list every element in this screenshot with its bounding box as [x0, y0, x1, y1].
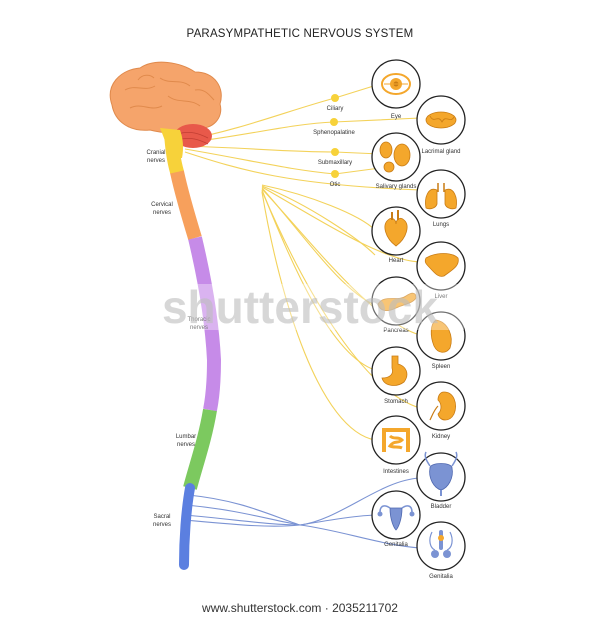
organ-stomach: Stomach: [371, 346, 421, 405]
pancreas-label: Pancreas: [383, 328, 408, 334]
lacrimal-gland-icon: [425, 111, 457, 129]
stomach-label: Stomach: [384, 399, 408, 405]
bladder-label: Bladder: [431, 504, 452, 510]
ciliary-label: Ciliary: [327, 106, 344, 112]
sphenopalatine-ganglion: [330, 118, 338, 126]
submaxillary-ganglion: [331, 148, 339, 156]
organ-heart: Heart: [371, 206, 421, 264]
organ-liver: Liver: [416, 241, 466, 300]
heart-icon: [384, 210, 408, 247]
diagram-title: PARASYMPATHETIC NERVOUS SYSTEM: [187, 28, 414, 40]
vagus-nerve-lines: [261, 184, 421, 441]
organ-pancreas: Pancreas: [371, 276, 421, 334]
lacrimal-gland-label: Lacrimal gland: [421, 149, 460, 155]
heart-label: Heart: [389, 258, 404, 264]
organ-genitalia-male: Genitalia: [416, 521, 466, 580]
brain: [109, 61, 222, 158]
genitalia-female-label: Genitalia: [384, 542, 408, 548]
otic-label: Otic: [330, 182, 341, 188]
cerebellum: [174, 124, 212, 148]
watermark-text: shutterstock: [162, 281, 438, 333]
footer-text: www.shutterstock.com · 2035211702: [201, 601, 398, 615]
intestines-label: Intestines: [383, 469, 409, 475]
sphenopalatine-label: Sphenopalatine: [313, 130, 355, 136]
otic-ganglion: [331, 170, 339, 178]
uterus-icon: [377, 505, 415, 531]
submaxillary-label: Submaxillary: [318, 160, 352, 166]
bladder-icon: [424, 451, 458, 496]
organ-salivary-glands: Salivary glands: [371, 132, 421, 190]
sacral-nerve-lines: [184, 477, 421, 549]
organ-lungs: Lungs: [416, 169, 466, 228]
salivary-glands-label: Salivary glands: [376, 184, 417, 190]
ciliary-ganglion: [331, 94, 339, 102]
organ-genitalia-female: Genitalia: [371, 490, 421, 548]
lungs-icon: [425, 183, 457, 210]
kidney-icon: [429, 391, 456, 421]
liver-label: Liver: [434, 294, 447, 300]
genitalia-male-label: Genitalia: [429, 574, 453, 580]
organ-intestines: Intestines: [371, 415, 421, 475]
organ-spleen: Spleen: [416, 311, 466, 370]
kidney-label: Kidney: [432, 434, 450, 440]
liver-icon: [424, 253, 459, 277]
pancreas-icon: [377, 292, 417, 312]
male-reproductive-icon: [429, 530, 453, 558]
organ-kidney: Kidney: [416, 381, 466, 440]
spleen-icon: [430, 319, 452, 353]
ganglia: Ciliary Sphenopalatine Submaxillary Otic: [313, 94, 356, 188]
stomach-icon: [381, 355, 408, 386]
eye-icon: [381, 73, 411, 95]
organ-lacrimal-gland: Lacrimal gland: [416, 95, 466, 155]
spinal-cord: [164, 125, 222, 570]
spleen-label: Spleen: [432, 364, 451, 370]
organ-bladder: Bladder: [416, 451, 466, 510]
eye-label: Eye: [391, 114, 402, 120]
watermark: shutterstock: [132, 281, 464, 333]
intestines-icon: [382, 428, 410, 452]
organ-eye: Eye: [371, 59, 421, 120]
lungs-label: Lungs: [433, 222, 449, 228]
salivary-glands-icon: [379, 141, 411, 173]
